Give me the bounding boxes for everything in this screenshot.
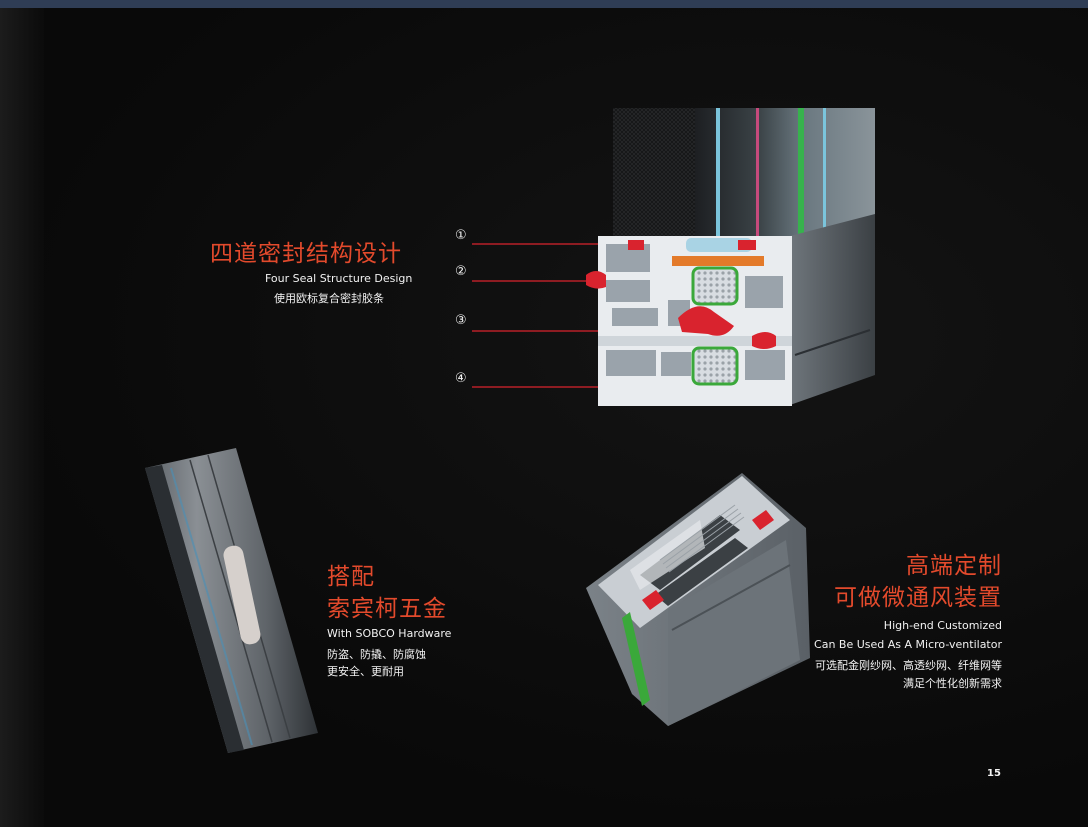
- seal-structure-subtitle-en: Four Seal Structure Design: [265, 272, 413, 285]
- top-bar: [0, 0, 1088, 8]
- seal-structure-title: 四道密封结构设计: [210, 241, 402, 267]
- hardware-subtitle-en: With SOBCO Hardware: [327, 627, 452, 640]
- hardware-feature-line2: 更安全、更耐用: [327, 665, 404, 678]
- custom-title-line1: 高端定制: [906, 553, 1002, 579]
- hardware-feature-line1: 防盗、防撬、防腐蚀: [327, 648, 426, 661]
- brochure-page: [0, 8, 1088, 827]
- custom-feature-line2: 满足个性化创新需求: [903, 677, 1002, 690]
- seal-marker-2: ②: [455, 264, 467, 279]
- seal-marker-4: ④: [455, 371, 467, 386]
- hardware-title-line2: 索宾柯五金: [327, 596, 447, 622]
- custom-subtitle-en-line1: High-end Customized: [883, 619, 1002, 632]
- page-number: 15: [987, 768, 1001, 779]
- custom-subtitle-en-line2: Can Be Used As A Micro-ventilator: [814, 638, 1002, 651]
- custom-feature-line1: 可选配金刚纱网、高透纱网、纤维网等: [815, 659, 1002, 672]
- seal-marker-1: ①: [455, 228, 467, 243]
- page-edge-shadow: [0, 8, 44, 827]
- seal-structure-subtitle-cn: 使用欧标复合密封胶条: [274, 292, 384, 305]
- seal-marker-3: ③: [455, 313, 467, 328]
- hardware-title-line1: 搭配: [327, 564, 375, 590]
- custom-title-line2: 可做微通风装置: [834, 585, 1002, 611]
